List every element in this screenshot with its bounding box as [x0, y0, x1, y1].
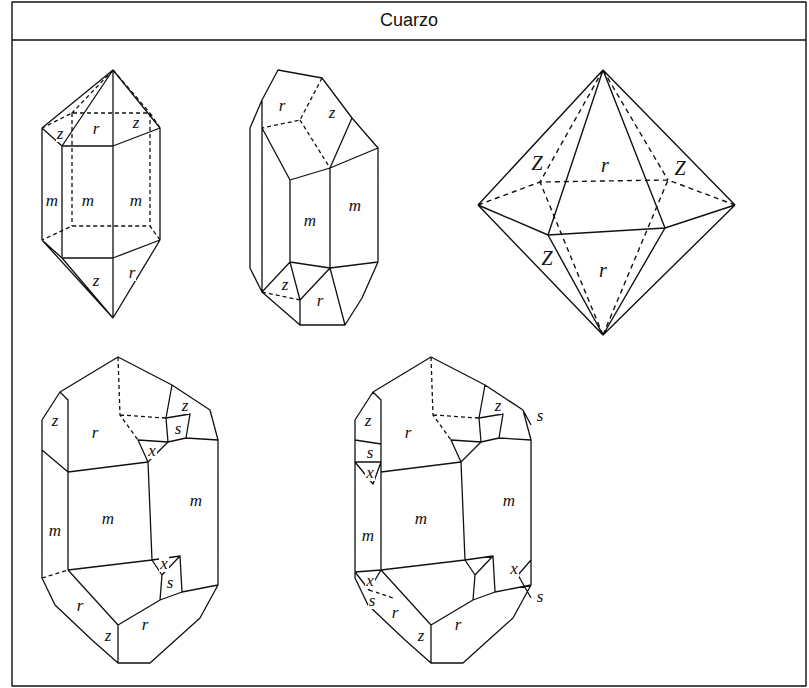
face-label: r	[278, 97, 287, 114]
face-label: s	[174, 420, 183, 437]
face-label: m	[48, 522, 62, 539]
face-label: s	[366, 444, 375, 461]
face-label: z	[56, 125, 65, 142]
face-label: r	[91, 424, 100, 441]
face-label: m	[361, 527, 375, 544]
face-label: x	[365, 572, 375, 589]
frame	[12, 2, 806, 686]
face-label: z	[132, 114, 141, 131]
face-label: r	[454, 616, 463, 633]
face-label: z	[364, 412, 373, 429]
face-label: m	[81, 192, 95, 209]
face-label: r	[141, 616, 150, 633]
face-label: r	[391, 604, 400, 621]
face-label: s	[536, 407, 545, 424]
title-text: Cuarzo	[380, 11, 438, 31]
face-label: Z	[530, 153, 543, 173]
face-label: z	[328, 104, 337, 121]
face-label: z	[104, 627, 113, 644]
face-label: r	[76, 597, 85, 614]
face-label: m	[129, 192, 143, 209]
crystal-2	[250, 70, 378, 325]
crystal-3	[478, 70, 735, 335]
hidden-edge	[369, 357, 479, 598]
face-label: r	[92, 120, 101, 137]
face-label: r	[316, 292, 325, 309]
hidden-edge	[42, 70, 160, 240]
face-label: x	[365, 464, 375, 481]
face-label: z	[417, 627, 426, 644]
face-label: s	[166, 574, 175, 591]
crystal-4	[42, 357, 218, 663]
hidden-edge	[262, 78, 330, 300]
face-label: m	[189, 492, 203, 509]
face-label: m	[45, 192, 59, 209]
face-label: m	[303, 212, 317, 229]
face-label: m	[502, 492, 516, 509]
hidden-edge	[42, 357, 166, 578]
face-label: m	[414, 510, 428, 527]
frame-border	[12, 2, 806, 686]
face-label: z	[494, 397, 503, 414]
face-label: z	[281, 276, 290, 293]
face-label: m	[348, 197, 362, 214]
crystal-edge	[42, 70, 160, 318]
face-label: Z	[540, 248, 553, 268]
crystal-edge	[355, 357, 531, 663]
face-label: r	[404, 424, 413, 441]
face-label: x	[509, 560, 519, 577]
face-label: z	[92, 272, 101, 289]
face-label: r	[598, 260, 608, 280]
face-label: m	[101, 510, 115, 527]
face-label: r	[128, 264, 137, 281]
header-rule	[12, 39, 806, 40]
face-label: x	[159, 555, 169, 572]
crystal-5	[355, 357, 531, 663]
face-label: s	[536, 588, 545, 605]
crystal-edge	[42, 357, 218, 663]
crystal-edge	[250, 70, 378, 325]
face-label: x	[147, 442, 157, 459]
face-label: s	[368, 592, 377, 609]
face-label: z	[51, 412, 60, 429]
face-label: r	[600, 155, 610, 175]
crystal-edge	[478, 70, 735, 335]
hidden-edge	[478, 70, 735, 335]
crystal-1	[42, 70, 160, 318]
face-label: z	[181, 397, 190, 414]
face-label: Z	[673, 158, 686, 178]
